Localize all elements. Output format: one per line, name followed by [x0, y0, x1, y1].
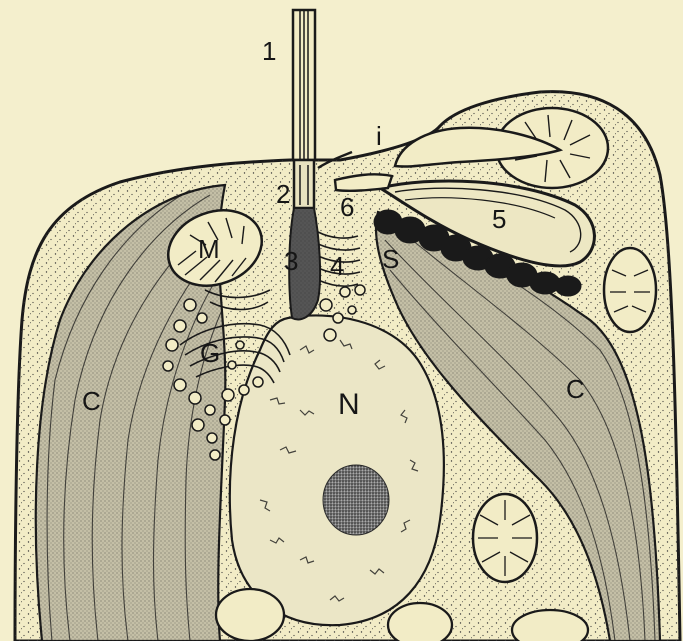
- label-4: 4: [330, 251, 344, 281]
- basal-body: [294, 160, 314, 208]
- mitochondrion-right: [604, 248, 656, 332]
- label-g: G: [200, 338, 220, 368]
- nucleus: [230, 315, 444, 625]
- nucleolus: [323, 465, 389, 535]
- label-5: 5: [492, 204, 506, 234]
- label-s: S: [382, 244, 399, 274]
- mitochondrion-bottom-right: [473, 494, 537, 582]
- label-1: 1: [262, 36, 276, 66]
- label-3: 3: [284, 246, 298, 276]
- label-2: 2: [276, 179, 290, 209]
- cilium: [293, 10, 315, 160]
- label-6: 6: [340, 192, 354, 222]
- label-m: M: [198, 234, 220, 264]
- label-c-right: C: [566, 374, 585, 404]
- label-c-left: C: [82, 386, 101, 416]
- label-n: N: [338, 388, 360, 421]
- label-i: i: [376, 121, 382, 151]
